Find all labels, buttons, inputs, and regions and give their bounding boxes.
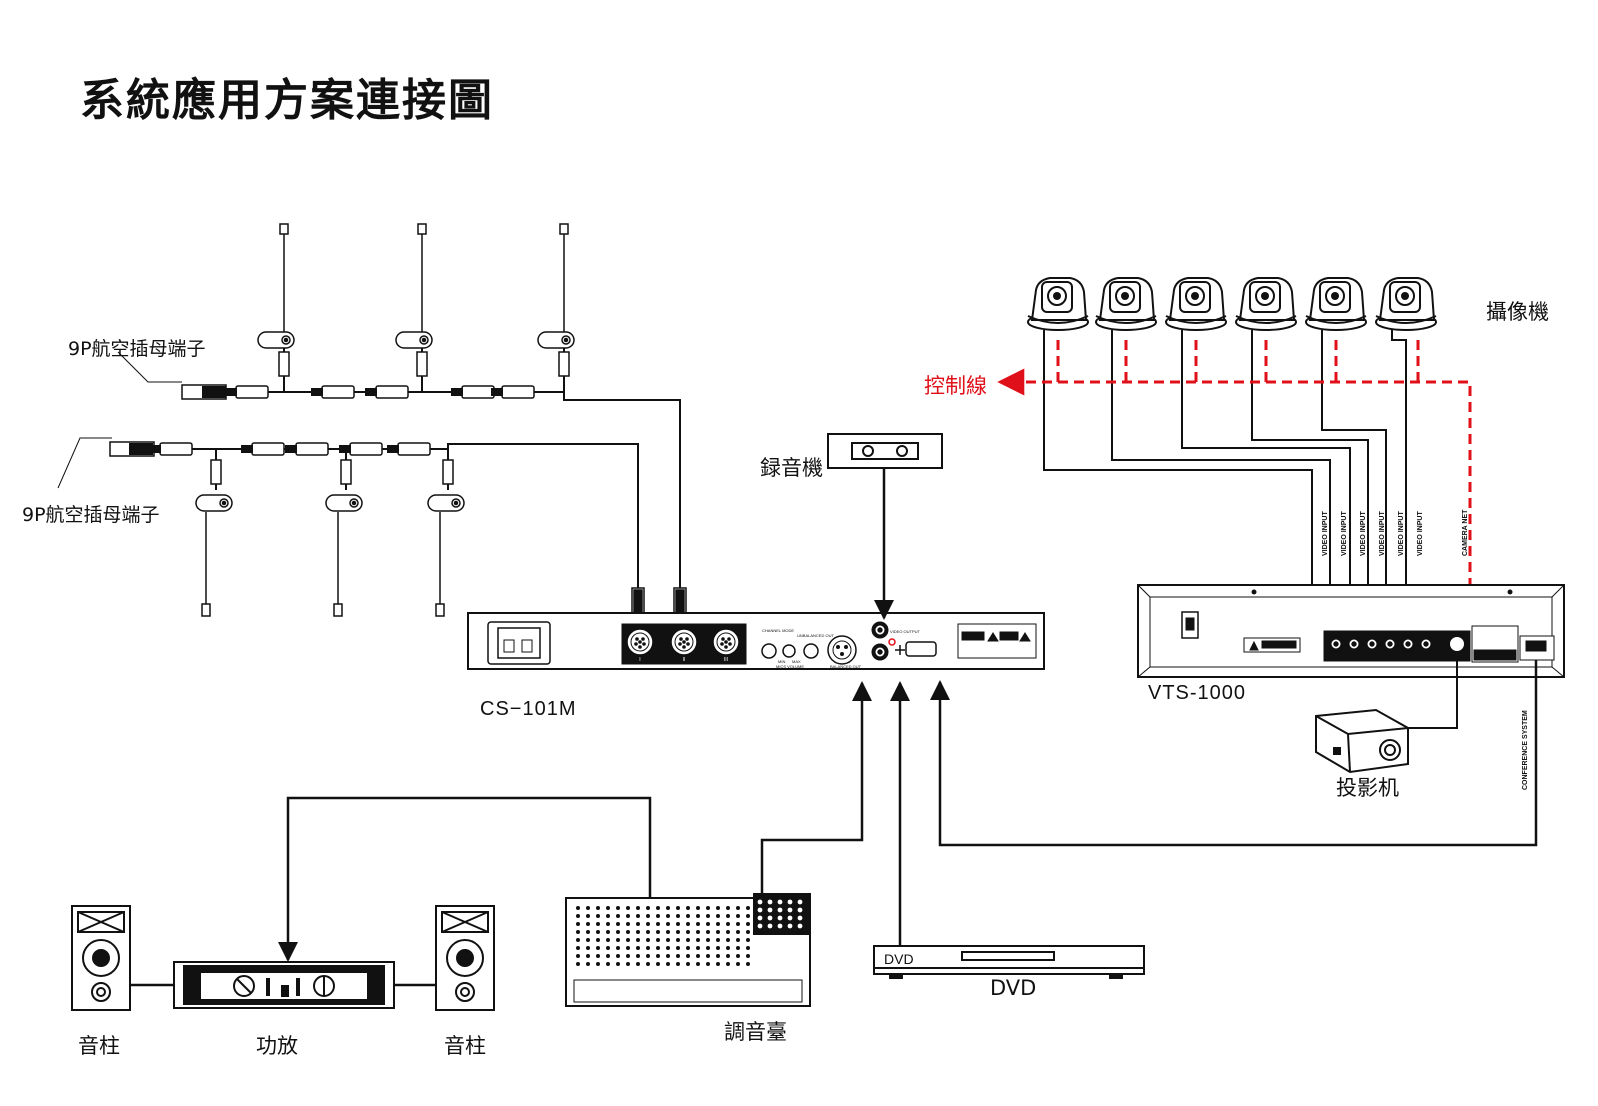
dvd-label: DVD — [990, 976, 1037, 1000]
connector-label-top: 9P航空插母端子 — [68, 338, 206, 360]
cs101m-port-iii: III — [724, 657, 728, 663]
control-line — [1012, 340, 1472, 620]
connector-label-bottom: 9P航空插母端子 — [22, 504, 160, 526]
camera-2 — [1095, 277, 1157, 331]
microphone-bottom-1 — [195, 494, 233, 617]
camera-net-label: CAMERA NET — [1462, 509, 1469, 556]
cs101m-unbalanced-text: UNBALANCED OUT — [797, 633, 834, 638]
amplifier-device — [173, 961, 395, 1009]
projector-label: 投影机 — [1336, 776, 1399, 800]
speaker-left — [71, 905, 131, 1011]
cs101m-balanced-text: BALANCED OUT — [830, 664, 862, 669]
dvd-device — [873, 945, 1145, 979]
callout-line-bottom — [57, 437, 112, 489]
mixer-device — [565, 893, 811, 1007]
recorder-label: 録音機 — [760, 456, 823, 480]
speaker-left-label: 音柱 — [78, 1034, 120, 1058]
cs101m-min-text: MIN — [778, 659, 785, 664]
cs101m-mics-volume-text: MICS VOLUME — [776, 664, 804, 669]
dvd-panel-text: DVD — [884, 951, 914, 967]
amplifier-label: 功放 — [256, 1034, 298, 1058]
speaker-right-label: 音柱 — [444, 1034, 486, 1058]
video-input-label-2: VIDEO INPUT — [1341, 511, 1348, 556]
cs101m-group-text: GROUP — [677, 664, 692, 669]
cs101m-channel-mode-text: CHANNEL MODE — [762, 628, 794, 633]
vts1000-unit — [1137, 584, 1565, 678]
video-input-label-1: VIDEO INPUT — [1322, 511, 1329, 556]
conference-system-cable — [930, 660, 1538, 847]
camera-6 — [1375, 277, 1437, 331]
callout-line-top — [117, 351, 182, 383]
video-input-label-6: VIDEO INPUT — [1417, 511, 1424, 556]
control-line-label: 控制線 — [924, 374, 987, 398]
cs101m-model-label: CS−101M — [480, 698, 577, 720]
projector-cable — [1408, 652, 1458, 729]
video-input-label-5: VIDEO INPUT — [1398, 511, 1405, 556]
cs101m-video-output-text: VIDEO OUTPUT — [890, 629, 921, 634]
conference-system-label: CONFERENCE SYSTEM — [1522, 710, 1529, 790]
cs101m-max-text: MAX — [792, 659, 801, 664]
camera-5 — [1305, 277, 1367, 331]
camera-4 — [1235, 277, 1297, 331]
cs101m-unit — [467, 612, 1045, 670]
camera-video-cables — [1043, 330, 1407, 622]
vts1000-model-label: VTS-1000 — [1148, 682, 1247, 704]
microphone-bottom-2 — [325, 494, 363, 617]
microphone-top-3 — [537, 223, 575, 392]
microphone-top-2 — [395, 223, 433, 392]
page-title: 系統應用方案連接圖 — [80, 75, 494, 126]
projector-device — [1315, 708, 1409, 774]
cameras-label: 攝像機 — [1486, 300, 1549, 324]
speaker-right — [435, 905, 495, 1011]
mixer-to-cs101m-cable — [760, 681, 872, 896]
cs101m-input-plugs — [631, 587, 687, 617]
recorder-device — [827, 433, 943, 469]
microphone-top-1 — [257, 223, 295, 392]
camera-3 — [1165, 277, 1227, 331]
cs101m-port-ii: II — [683, 657, 686, 663]
daisy-chain-bottom — [109, 441, 639, 590]
mixer-label: 調音臺 — [724, 1020, 787, 1044]
daisy-chain-top — [181, 384, 681, 590]
mixer-to-amp-cable — [278, 796, 652, 962]
camera-1 — [1027, 277, 1089, 331]
video-input-label-4: VIDEO INPUT — [1379, 511, 1386, 556]
microphone-bottom-3 — [427, 494, 465, 617]
cs101m-port-i: I — [639, 657, 640, 663]
video-input-label-3: VIDEO INPUT — [1360, 511, 1367, 556]
